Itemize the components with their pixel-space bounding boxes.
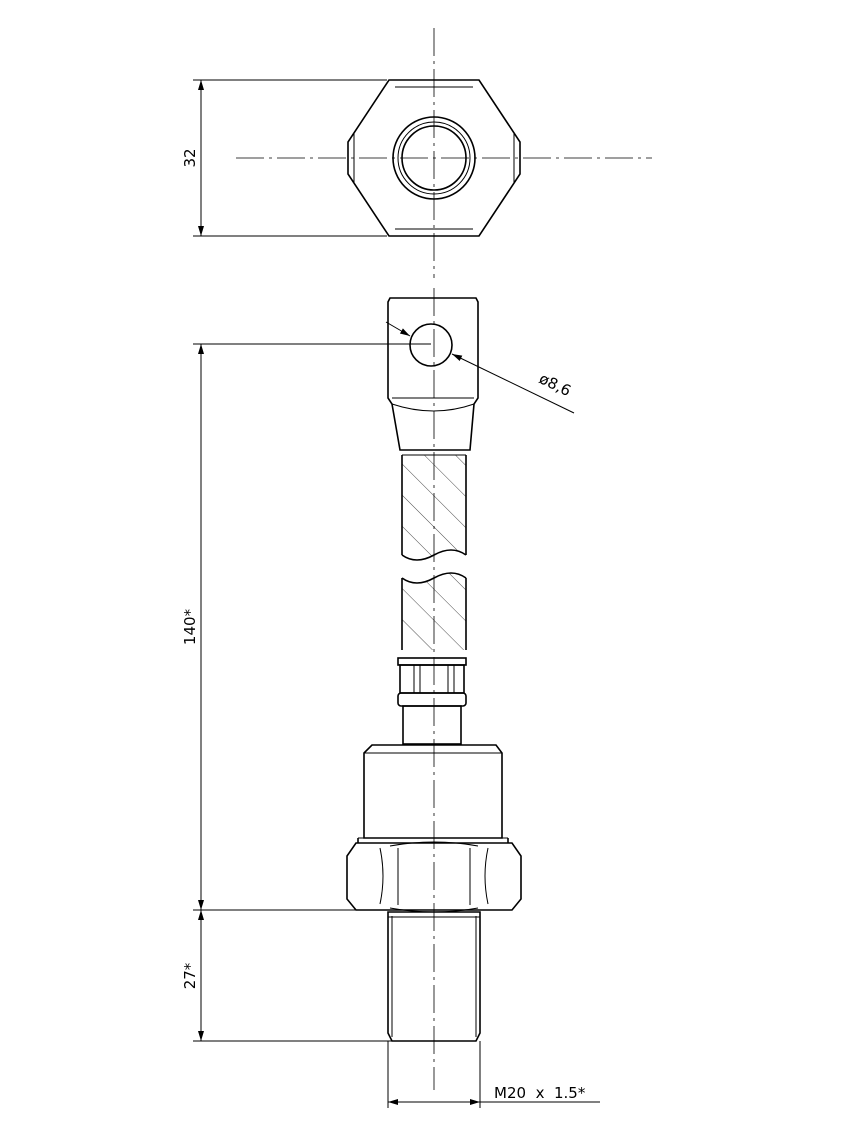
bore-outer (392, 116, 476, 200)
dimension-label-140: 140* (181, 608, 199, 645)
dimension-label-32: 32 (181, 148, 199, 167)
bore-inner (401, 125, 467, 191)
dimension-27: 27* (181, 910, 392, 1042)
dimension-140: 140* (181, 343, 431, 911)
housing (363, 744, 503, 839)
hex-outline (347, 79, 521, 237)
dimension-label-thread: M20 x 1.5* (494, 1084, 586, 1102)
top-view (236, 28, 652, 278)
dimension-thread: M20 x 1.5* (387, 1041, 600, 1108)
cable-lug (387, 297, 479, 451)
dimension-label-27: 27* (181, 962, 199, 989)
front-view (346, 288, 522, 1090)
dimension-label-hole: ø8,6 (536, 369, 574, 400)
dimension-32: 32 (181, 79, 387, 237)
crimp-sleeve (397, 657, 467, 745)
lug-hole (409, 323, 453, 367)
bore-middle (397, 121, 471, 195)
threaded-shaft (387, 911, 481, 1042)
cable-segment-lower (401, 572, 467, 650)
lug-collar-curve (391, 403, 475, 412)
cable-segment-upper (401, 454, 467, 561)
dimension-hole-diameter: ø8,6 (385, 321, 575, 414)
